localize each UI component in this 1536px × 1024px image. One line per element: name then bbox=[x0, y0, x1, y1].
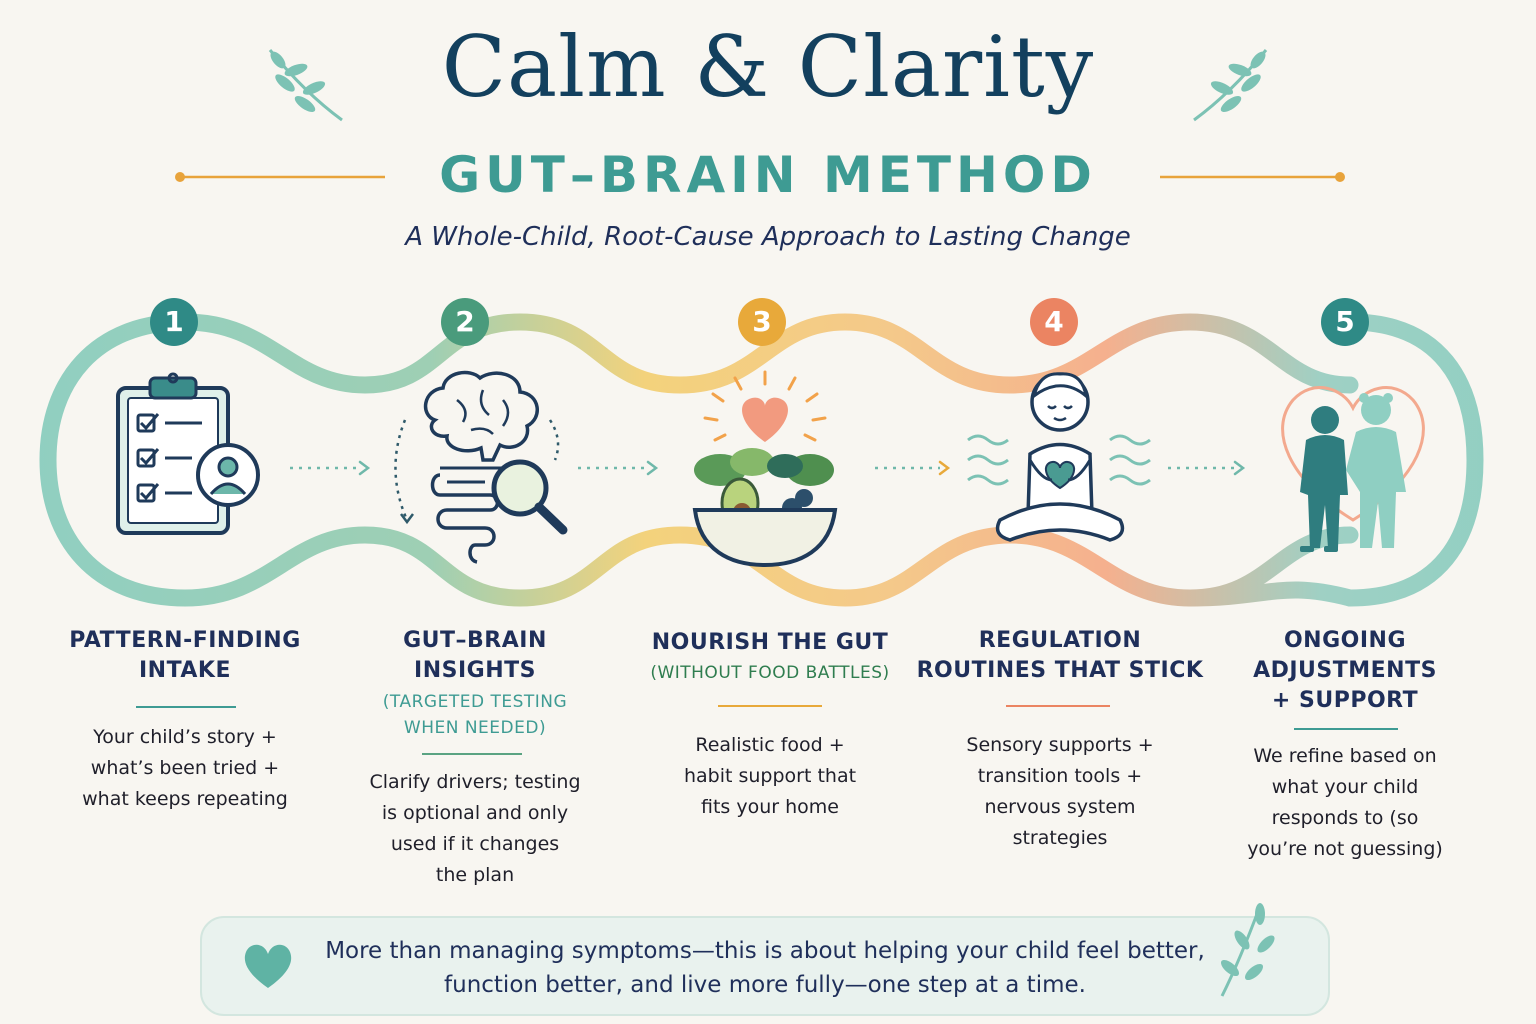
step-2-title-line: GUT–BRAIN bbox=[403, 628, 547, 653]
step-2-desc-line: used if it changes bbox=[390, 833, 560, 855]
heart-icon bbox=[244, 944, 292, 988]
page-title: Calm & Clarity bbox=[441, 18, 1095, 116]
step-1-number-badge: 1 bbox=[150, 298, 198, 346]
step-1-desc-line: Your child’s story + bbox=[93, 726, 277, 748]
brain-gut-magnifier-icon bbox=[394, 370, 568, 564]
step-3-desc-line: habit support that bbox=[683, 765, 857, 787]
step-5-title-line: + SUPPORT bbox=[1271, 688, 1419, 713]
step-3-title-line: NOURISH THE GUT bbox=[651, 630, 889, 655]
step-3-divider bbox=[718, 705, 822, 707]
step-3-title: NOURISH THE GUT bbox=[620, 628, 920, 658]
step-4-title-line: ROUTINES THAT STICK bbox=[916, 658, 1204, 683]
step-5-description: We refine based on what your child respo… bbox=[1200, 741, 1490, 865]
step-connector-arrows bbox=[290, 460, 1246, 476]
step-1-desc-line: what keeps repeating bbox=[82, 788, 288, 810]
step-5-desc-line: what your child bbox=[1271, 776, 1419, 798]
footer-line: function better, and live more fully—one… bbox=[444, 972, 1086, 998]
parent-child-heart-icon bbox=[1281, 386, 1425, 552]
step-4-desc-line: Sensory supports + bbox=[966, 734, 1154, 756]
meditating-child-icon bbox=[967, 372, 1151, 542]
step-2-number-badge: 2 bbox=[441, 298, 489, 346]
footer-line: More than managing symptoms—this is abou… bbox=[325, 938, 1205, 964]
right-leaf-sprig-icon bbox=[1193, 49, 1268, 122]
step-5-number-badge: 5 bbox=[1321, 298, 1369, 346]
step-4-desc-line: strategies bbox=[1012, 827, 1108, 849]
step-1-desc-line: what’s been tried + bbox=[90, 757, 280, 779]
salad-bowl-heart-icon bbox=[692, 370, 838, 568]
step-2-divider bbox=[422, 753, 522, 755]
step-2-title-line: INSIGHTS bbox=[414, 658, 536, 683]
step-4-title-line: REGULATION bbox=[978, 628, 1142, 653]
footer-message: More than managing symptoms—this is abou… bbox=[300, 934, 1230, 1002]
method-subtitle: GUT–BRAIN METHOD bbox=[439, 146, 1097, 204]
step-3-note: (WITHOUT FOOD BATTLES) bbox=[620, 660, 920, 686]
step-2-title: GUT–BRAIN INSIGHTS bbox=[330, 626, 620, 686]
step-3-desc-line: fits your home bbox=[701, 796, 839, 818]
step-1-title-line: INTAKE bbox=[139, 658, 231, 683]
step-5-title: ONGOING ADJUSTMENTS + SUPPORT bbox=[1200, 626, 1490, 716]
subtitle-divider-lines bbox=[175, 172, 1345, 182]
step-3-description: Realistic food + habit support that fits… bbox=[620, 730, 920, 823]
step-3-number-badge: 3 bbox=[738, 298, 786, 346]
journey-wave-path bbox=[39, 313, 1484, 607]
step-2-note-line: (TARGETED TESTING bbox=[382, 692, 568, 712]
step-5-desc-line: you’re not guessing) bbox=[1247, 838, 1443, 860]
step-4-desc-line: nervous system bbox=[984, 796, 1136, 818]
step-1-title: PATTERN-FINDING INTAKE bbox=[40, 626, 330, 686]
step-5-divider bbox=[1294, 728, 1398, 730]
step-1-description: Your child’s story + what’s been tried +… bbox=[40, 722, 330, 815]
left-leaf-sprig-icon bbox=[268, 49, 343, 122]
step-2-desc-line: Clarify drivers; testing bbox=[369, 771, 581, 793]
step-1-title-line: PATTERN-FINDING bbox=[69, 628, 301, 653]
step-1-divider bbox=[136, 706, 236, 708]
step-4-description: Sensory supports + transition tools + ne… bbox=[910, 730, 1210, 854]
step-2-desc-line: the plan bbox=[435, 864, 515, 886]
step-4-divider bbox=[1006, 705, 1110, 707]
step-3-note-line: (WITHOUT FOOD BATTLES) bbox=[650, 663, 890, 683]
step-2-desc-line: is optional and only bbox=[381, 802, 569, 824]
step-5-title-line: ONGOING bbox=[1283, 628, 1407, 653]
step-4-number-badge: 4 bbox=[1030, 298, 1078, 346]
step-3-desc-line: Realistic food + bbox=[695, 734, 845, 756]
step-4-title: REGULATION ROUTINES THAT STICK bbox=[910, 626, 1210, 686]
step-5-desc-line: responds to (so bbox=[1271, 807, 1419, 829]
clipboard-checklist-icon bbox=[116, 372, 260, 535]
step-2-note: (TARGETED TESTING WHEN NEEDED) bbox=[330, 689, 620, 741]
step-5-title-line: ADJUSTMENTS bbox=[1253, 658, 1437, 683]
tagline: A Whole-Child, Root-Cause Approach to La… bbox=[405, 222, 1131, 252]
step-2-note-line: WHEN NEEDED) bbox=[403, 718, 547, 738]
step-5-desc-line: We refine based on bbox=[1253, 745, 1437, 767]
footer-message-box bbox=[200, 916, 1330, 1016]
footer-leaf-sprig-icon bbox=[1220, 903, 1275, 997]
step-4-desc-line: transition tools + bbox=[977, 765, 1143, 787]
step-2-description: Clarify drivers; testing is optional and… bbox=[330, 767, 620, 891]
